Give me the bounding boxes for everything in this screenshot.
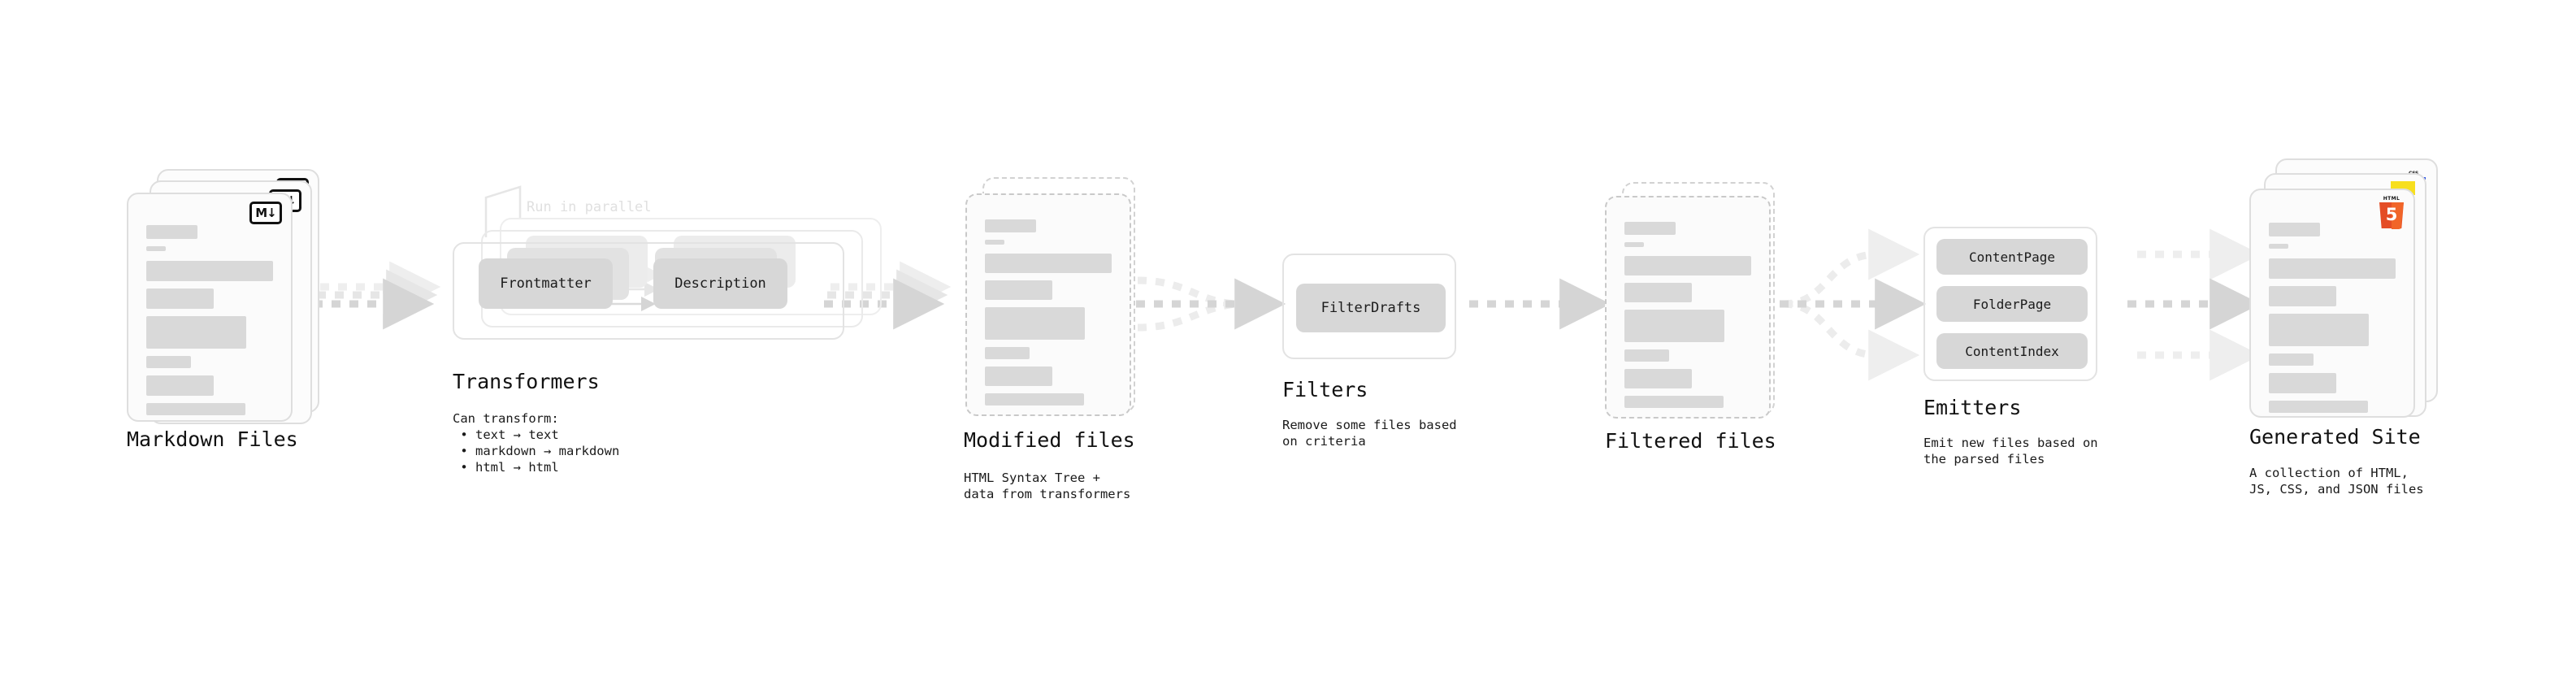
emitter-item-folderpage[interactable]: FolderPage: [1936, 286, 2088, 322]
placeholder-bar: [1624, 283, 1692, 302]
filters-group: FilterDrafts: [1282, 254, 1456, 359]
stage-subtitle-generated-site: A collection of HTML, JS, CSS, and JSON …: [2249, 466, 2424, 497]
connector-emitters-to-site: [2127, 228, 2262, 381]
placeholder-bar: [985, 219, 1036, 232]
placeholder-bar: [146, 375, 214, 396]
placeholder-bar: [2269, 258, 2396, 279]
placeholder-bar: [2269, 223, 2320, 236]
placeholder-bar: [146, 403, 245, 415]
placeholder-bar: [2269, 244, 2288, 249]
connector-modified-to-filters: [1136, 276, 1286, 332]
stage-title-markdown-files: Markdown Files: [127, 427, 298, 451]
stage-title-transformers: Transformers: [453, 370, 600, 393]
emitters-group: ContentPage FolderPage ContentIndex: [1923, 227, 2097, 381]
placeholder-bar: [985, 307, 1086, 340]
placeholder-bar: [2269, 314, 2370, 346]
run-in-parallel-label: Run in parallel: [527, 199, 652, 215]
transformer-item-description[interactable]: Description: [653, 258, 787, 309]
connector-filtered-to-emitters: [1780, 228, 1927, 381]
placeholder-bar: [2269, 401, 2368, 413]
placeholder-bar: [985, 280, 1052, 300]
placeholder-bar: [1624, 222, 1676, 235]
filtered-file-card-front: [1605, 196, 1771, 419]
stage-title-emitters: Emitters: [1923, 396, 2022, 419]
emitter-item-contentpage[interactable]: ContentPage: [1936, 239, 2088, 275]
stage-title-filters: Filters: [1282, 378, 1368, 401]
placeholder-bars: [146, 225, 273, 423]
placeholder-bar: [146, 356, 191, 368]
html5-icon: HTML 5: [2378, 196, 2405, 228]
placeholder-bar: [2269, 373, 2336, 393]
html5-icon-label: HTML: [2383, 196, 2400, 202]
placeholder-bar: [985, 367, 1052, 386]
placeholder-bar: [146, 225, 197, 239]
markdown-file-card-front: M↓: [127, 193, 293, 422]
stage-title-modified-files: Modified files: [964, 428, 1135, 452]
placeholder-bar: [1624, 242, 1644, 247]
placeholder-bar: [146, 316, 247, 349]
placeholder-bar: [1624, 310, 1725, 342]
placeholder-bar: [985, 254, 1112, 273]
placeholder-bar: [985, 347, 1030, 359]
placeholder-bar: [1624, 349, 1669, 362]
placeholder-bar: [985, 393, 1084, 406]
placeholder-bars: [1624, 222, 1751, 415]
stage-subtitle-emitters: Emit new files based on the parsed files: [1923, 436, 2098, 466]
site-file-card-html: HTML 5: [2249, 189, 2415, 418]
emitter-item-contentindex[interactable]: ContentIndex: [1936, 333, 2088, 369]
placeholder-bar: [1624, 369, 1692, 388]
placeholder-bars: [985, 219, 1112, 413]
stage-subtitle-modified-files: HTML Syntax Tree + data from transformer…: [964, 471, 1131, 501]
stage-subtitle-filters: Remove some files based on criteria: [1282, 418, 1457, 449]
stage-subtitle-transformers: Can transform: • text → text • markdown …: [453, 411, 620, 475]
html5-icon-digit: 5: [2385, 205, 2398, 224]
placeholder-bar: [2269, 286, 2336, 306]
connector-markdown-to-transformers: [314, 261, 441, 330]
placeholder-bar: [2269, 354, 2314, 366]
filter-item-filterdrafts[interactable]: FilterDrafts: [1296, 284, 1446, 332]
modified-file-card-front: [965, 193, 1131, 416]
placeholder-bar: [146, 246, 166, 251]
stage-title-filtered-files: Filtered files: [1605, 429, 1776, 453]
html5-icon-shield: 5: [2379, 202, 2404, 228]
stage-title-generated-site: Generated Site: [2249, 425, 2421, 449]
placeholder-bar: [985, 240, 1004, 245]
transformer-item-frontmatter[interactable]: Frontmatter: [479, 258, 613, 309]
placeholder-bars: [2269, 223, 2396, 420]
placeholder-bar: [1624, 256, 1751, 275]
placeholder-bar: [146, 288, 214, 309]
transformer-group-front: Frontmatter Description: [453, 242, 844, 340]
markdown-badge: M↓: [249, 202, 282, 224]
placeholder-bar: [146, 261, 273, 281]
placeholder-bar: [1624, 396, 1724, 408]
